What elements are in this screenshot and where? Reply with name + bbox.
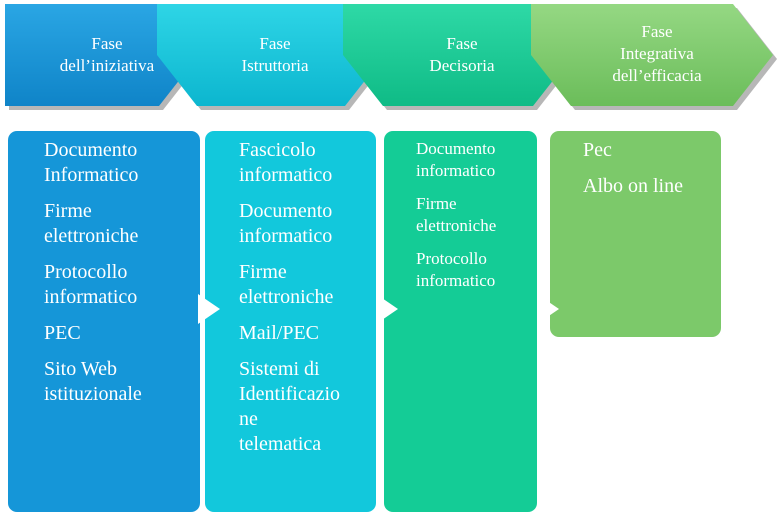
phase-4-items: Pec Albo on line	[583, 138, 718, 199]
list-item: Firme elettroniche	[239, 261, 334, 308]
connector-arrow-1	[198, 294, 220, 324]
chevron-phase-2	[157, 4, 385, 106]
connector-arrow-2	[376, 294, 398, 324]
list-item: Firme elettroniche	[44, 200, 139, 247]
list-item: Sito Web istituzionale	[44, 358, 142, 405]
list-item: Mail/PEC	[239, 322, 320, 344]
phase-1-title: Fase dell’iniziativa	[59, 34, 155, 75]
phase-chevron-row	[5, 4, 777, 110]
chevron-phase-3	[343, 4, 573, 106]
phase-2-title: Fase Istruttoria	[241, 34, 309, 75]
connector-arrow-3	[537, 294, 559, 324]
phase-2-panel	[205, 131, 376, 512]
list-item: PEC	[44, 322, 81, 344]
phase-3-items: Documento informatico Firme elettroniche…	[416, 138, 536, 292]
list-item: Documento informatico	[416, 139, 496, 180]
list-item: Documento Informatico	[44, 139, 139, 186]
phase-3-title: Fase Decisoria	[429, 34, 495, 75]
chevron-phase-1	[5, 4, 199, 106]
list-item: Albo on line	[583, 175, 683, 197]
list-item: Pec	[583, 139, 612, 161]
list-item: Protocollo informatico	[416, 249, 496, 290]
phase-3-panel	[384, 131, 537, 512]
list-item: Fascicolo informatico	[239, 139, 333, 186]
chevron-phase-4	[531, 4, 773, 106]
phase-1-items: Documento Informatico Firme elettroniche…	[44, 138, 204, 407]
list-item: Documento informatico	[239, 200, 333, 247]
list-item: Firme elettroniche	[416, 194, 497, 235]
phase-2-items: Fascicolo informatico Documento informat…	[239, 138, 374, 457]
phase-4-title: Fase Integrativa dell’efficacia	[612, 22, 702, 85]
list-item: Protocollo informatico	[44, 261, 138, 308]
phase-1-panel	[8, 131, 200, 512]
list-item: Sistemi di Identificazio ne telematica	[239, 358, 341, 455]
phase-4-panel	[550, 131, 721, 337]
